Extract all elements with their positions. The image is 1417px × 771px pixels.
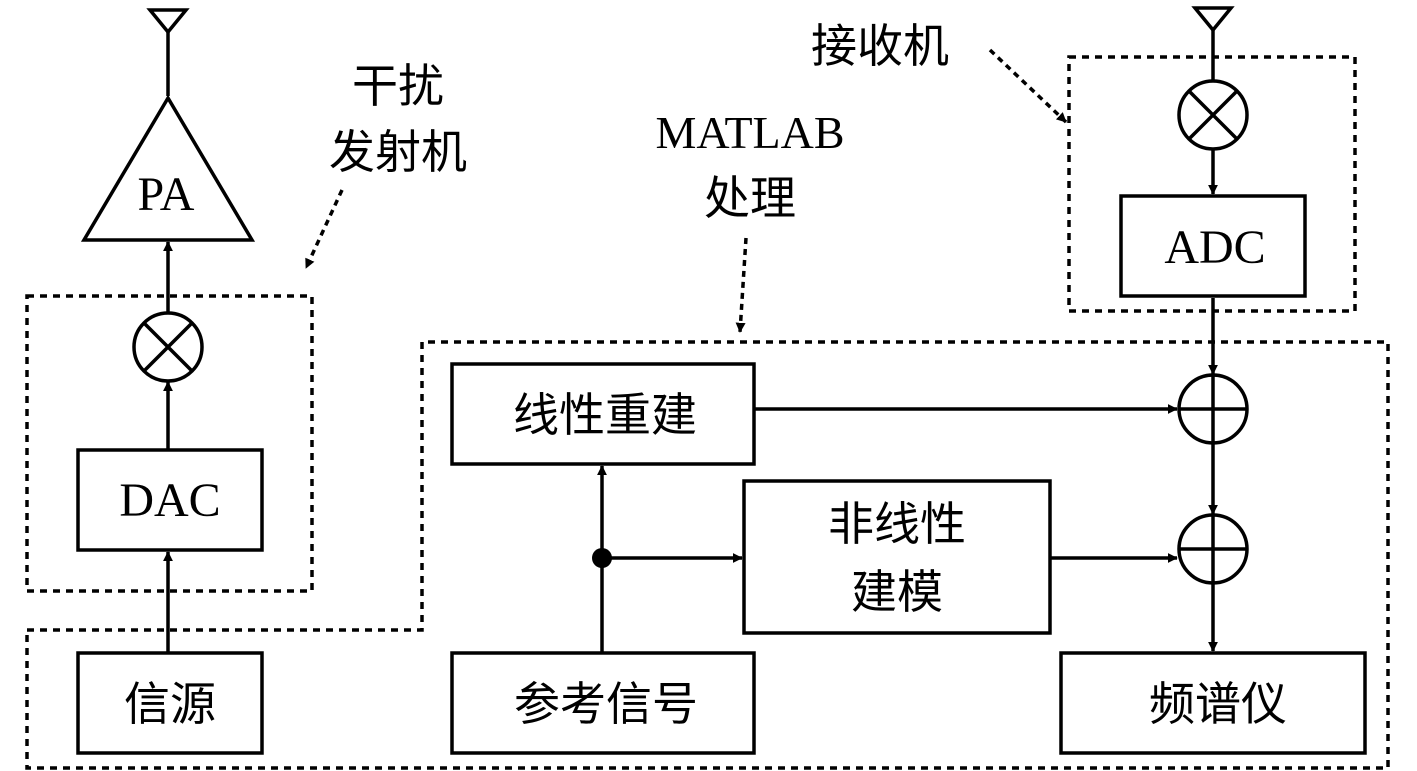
adc-block: ADC [1119, 194, 1307, 298]
jammer-label-line2: 发射机 [329, 127, 467, 178]
matlab-label-line2: 处理 [704, 173, 796, 224]
jammer-transmitter-group [25, 294, 314, 593]
signal-source-block: 信源 [76, 651, 264, 755]
signal-source-label: 信源 [124, 679, 216, 730]
matlab-label-line1: MATLAB [655, 107, 844, 158]
jammer-label-line1: 干扰 [352, 61, 444, 112]
nonlinear-modeling-block: 非线性 建模 [742, 479, 1052, 635]
spectrum-analyzer-label: 频谱仪 [1149, 679, 1287, 730]
rx-mixer-icon [1177, 79, 1249, 151]
adder-1-icon [1177, 373, 1249, 445]
jammer-pointer-arrow [304, 189, 344, 269]
nonlinear-modeling-label-line2: 建模 [851, 567, 943, 618]
nonlinear-modeling-label-line1: 非线性 [828, 499, 966, 550]
receiver-label: 接收机 [811, 21, 949, 72]
adc-label: ADC [1164, 221, 1265, 274]
dac-block: DAC [76, 448, 264, 552]
receiver-pointer-arrow [988, 48, 1068, 124]
spectrum-analyzer-block: 频谱仪 [1059, 651, 1367, 755]
dac-label: DAC [119, 474, 220, 527]
pa-label: PA [138, 168, 195, 221]
adder-2-icon [1177, 513, 1249, 585]
transmit-antenna-icon [146, 8, 190, 96]
matlab-processing-group [25, 340, 1390, 770]
branch-junction-dot [592, 548, 612, 568]
linear-reconstruction-block: 线性重建 [450, 362, 756, 466]
receive-antenna-icon [1191, 6, 1235, 80]
matlab-pointer-arrow [735, 237, 748, 333]
tx-mixer-icon [132, 311, 204, 383]
reference-signal-label: 参考信号 [514, 679, 698, 730]
linear-reconstruction-label: 线性重建 [513, 390, 697, 441]
reference-signal-block: 参考信号 [450, 651, 756, 755]
pa-amplifier-block: PA [80, 94, 256, 242]
